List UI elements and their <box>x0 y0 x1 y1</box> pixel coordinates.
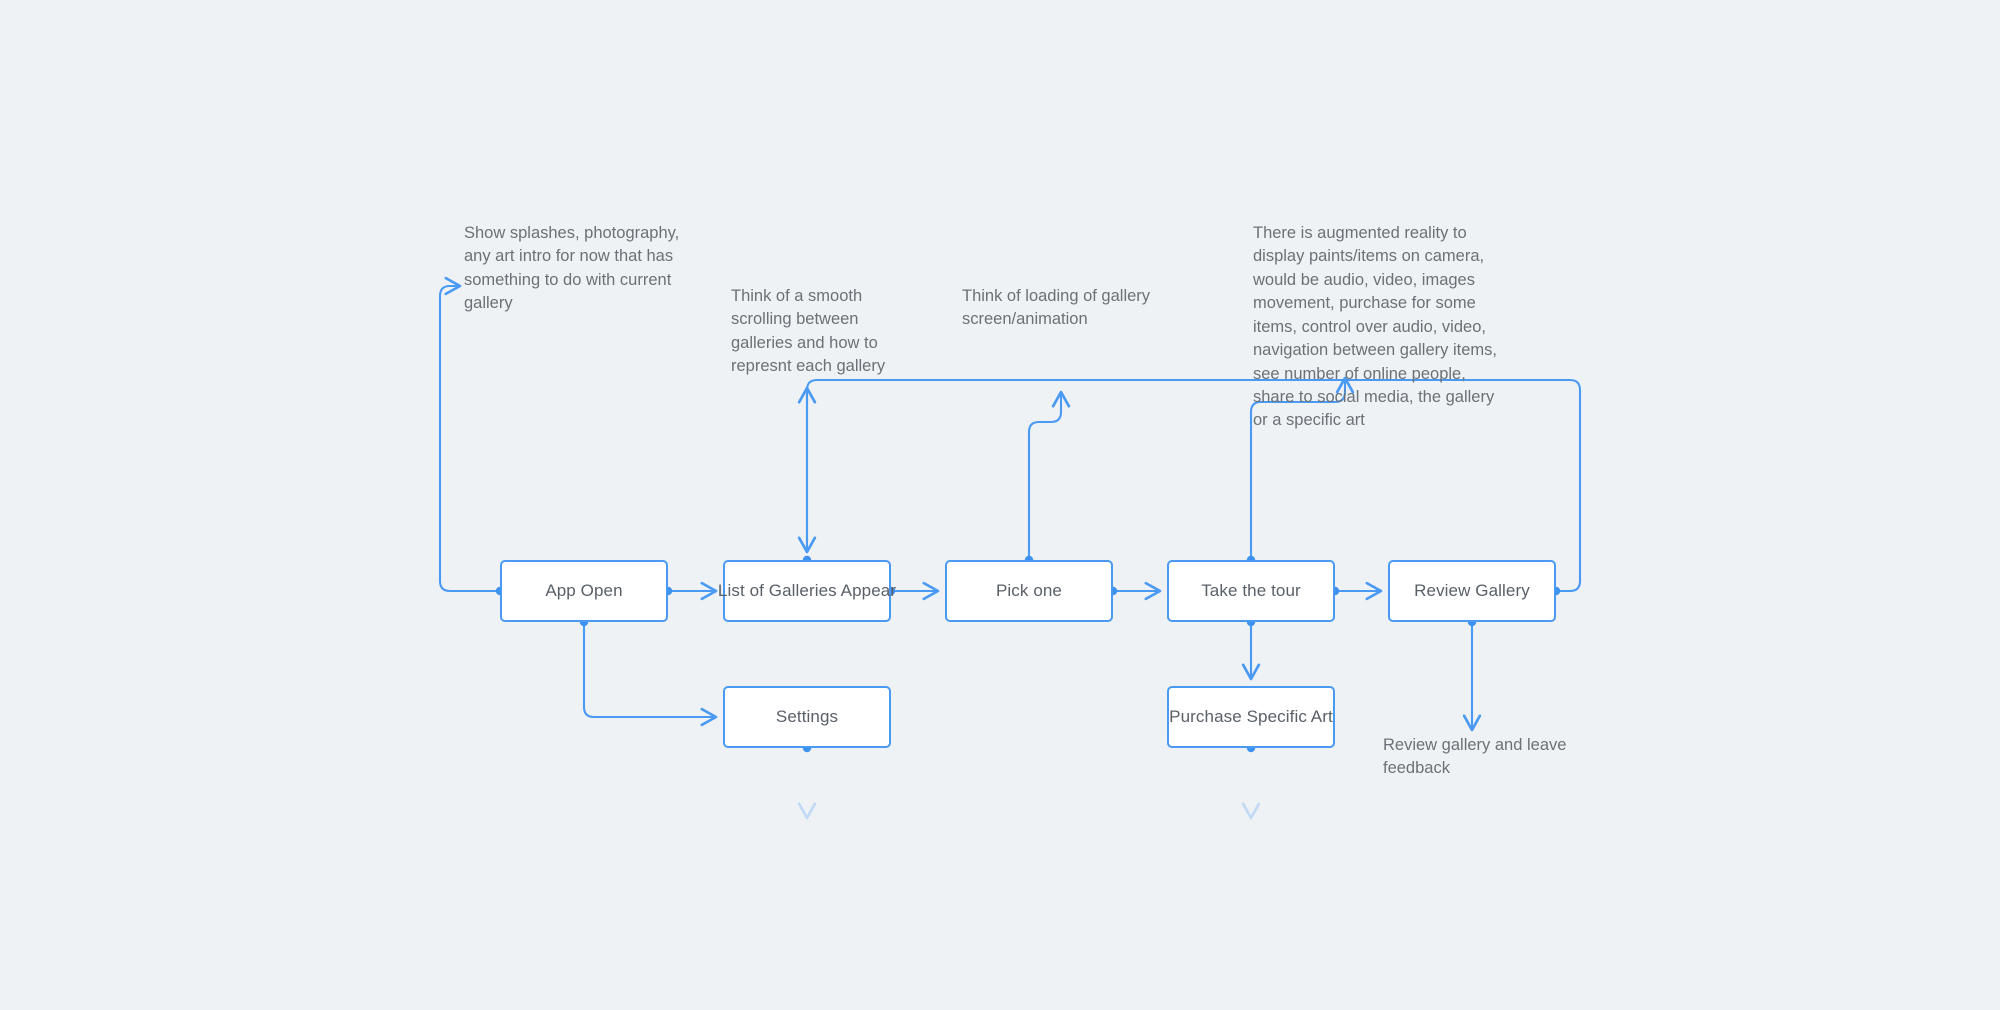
note-take-the-tour: There is augmented reality to display pa… <box>1253 224 1497 430</box>
node-take-the-tour[interactable]: Take the tour <box>1167 560 1335 622</box>
node-label: Take the tour <box>1201 581 1301 600</box>
node-settings[interactable]: Settings <box>723 686 891 748</box>
edge-pick-one-to-note <box>1027 390 1071 562</box>
node-app-open[interactable]: App Open <box>500 560 668 622</box>
node-review-gallery[interactable]: Review Gallery <box>1388 560 1556 622</box>
node-label: List of Galleries Appear <box>717 581 897 600</box>
node-label: App Open <box>545 581 623 600</box>
node-list-of-galleries-appear[interactable]: List of Galleries Appear <box>718 560 896 622</box>
edge-app-open-to-settings <box>582 620 718 727</box>
note-pick-one: Think of loading of gallery screen/anima… <box>962 287 1151 329</box>
note-app-open: Show splashes, photography, any art intr… <box>464 224 680 313</box>
note-review-gallery: Review gallery and leave feedback <box>1383 736 1567 778</box>
node-label: Purchase Specific Art <box>1169 707 1333 726</box>
node-label: Review Gallery <box>1414 581 1530 600</box>
node-purchase-specific-art[interactable]: Purchase Specific Art <box>1167 686 1335 748</box>
node-pick-one[interactable]: Pick one <box>945 560 1113 622</box>
edge-review-feedback-loop <box>805 378 1582 593</box>
node-label: Settings <box>775 707 839 726</box>
edge-tour-to-note <box>1249 376 1355 562</box>
node-label: Pick one <box>995 581 1062 600</box>
edge-app-open-to-note <box>438 276 502 593</box>
note-galleries: Think of a smooth scrolling between gall… <box>731 287 886 376</box>
